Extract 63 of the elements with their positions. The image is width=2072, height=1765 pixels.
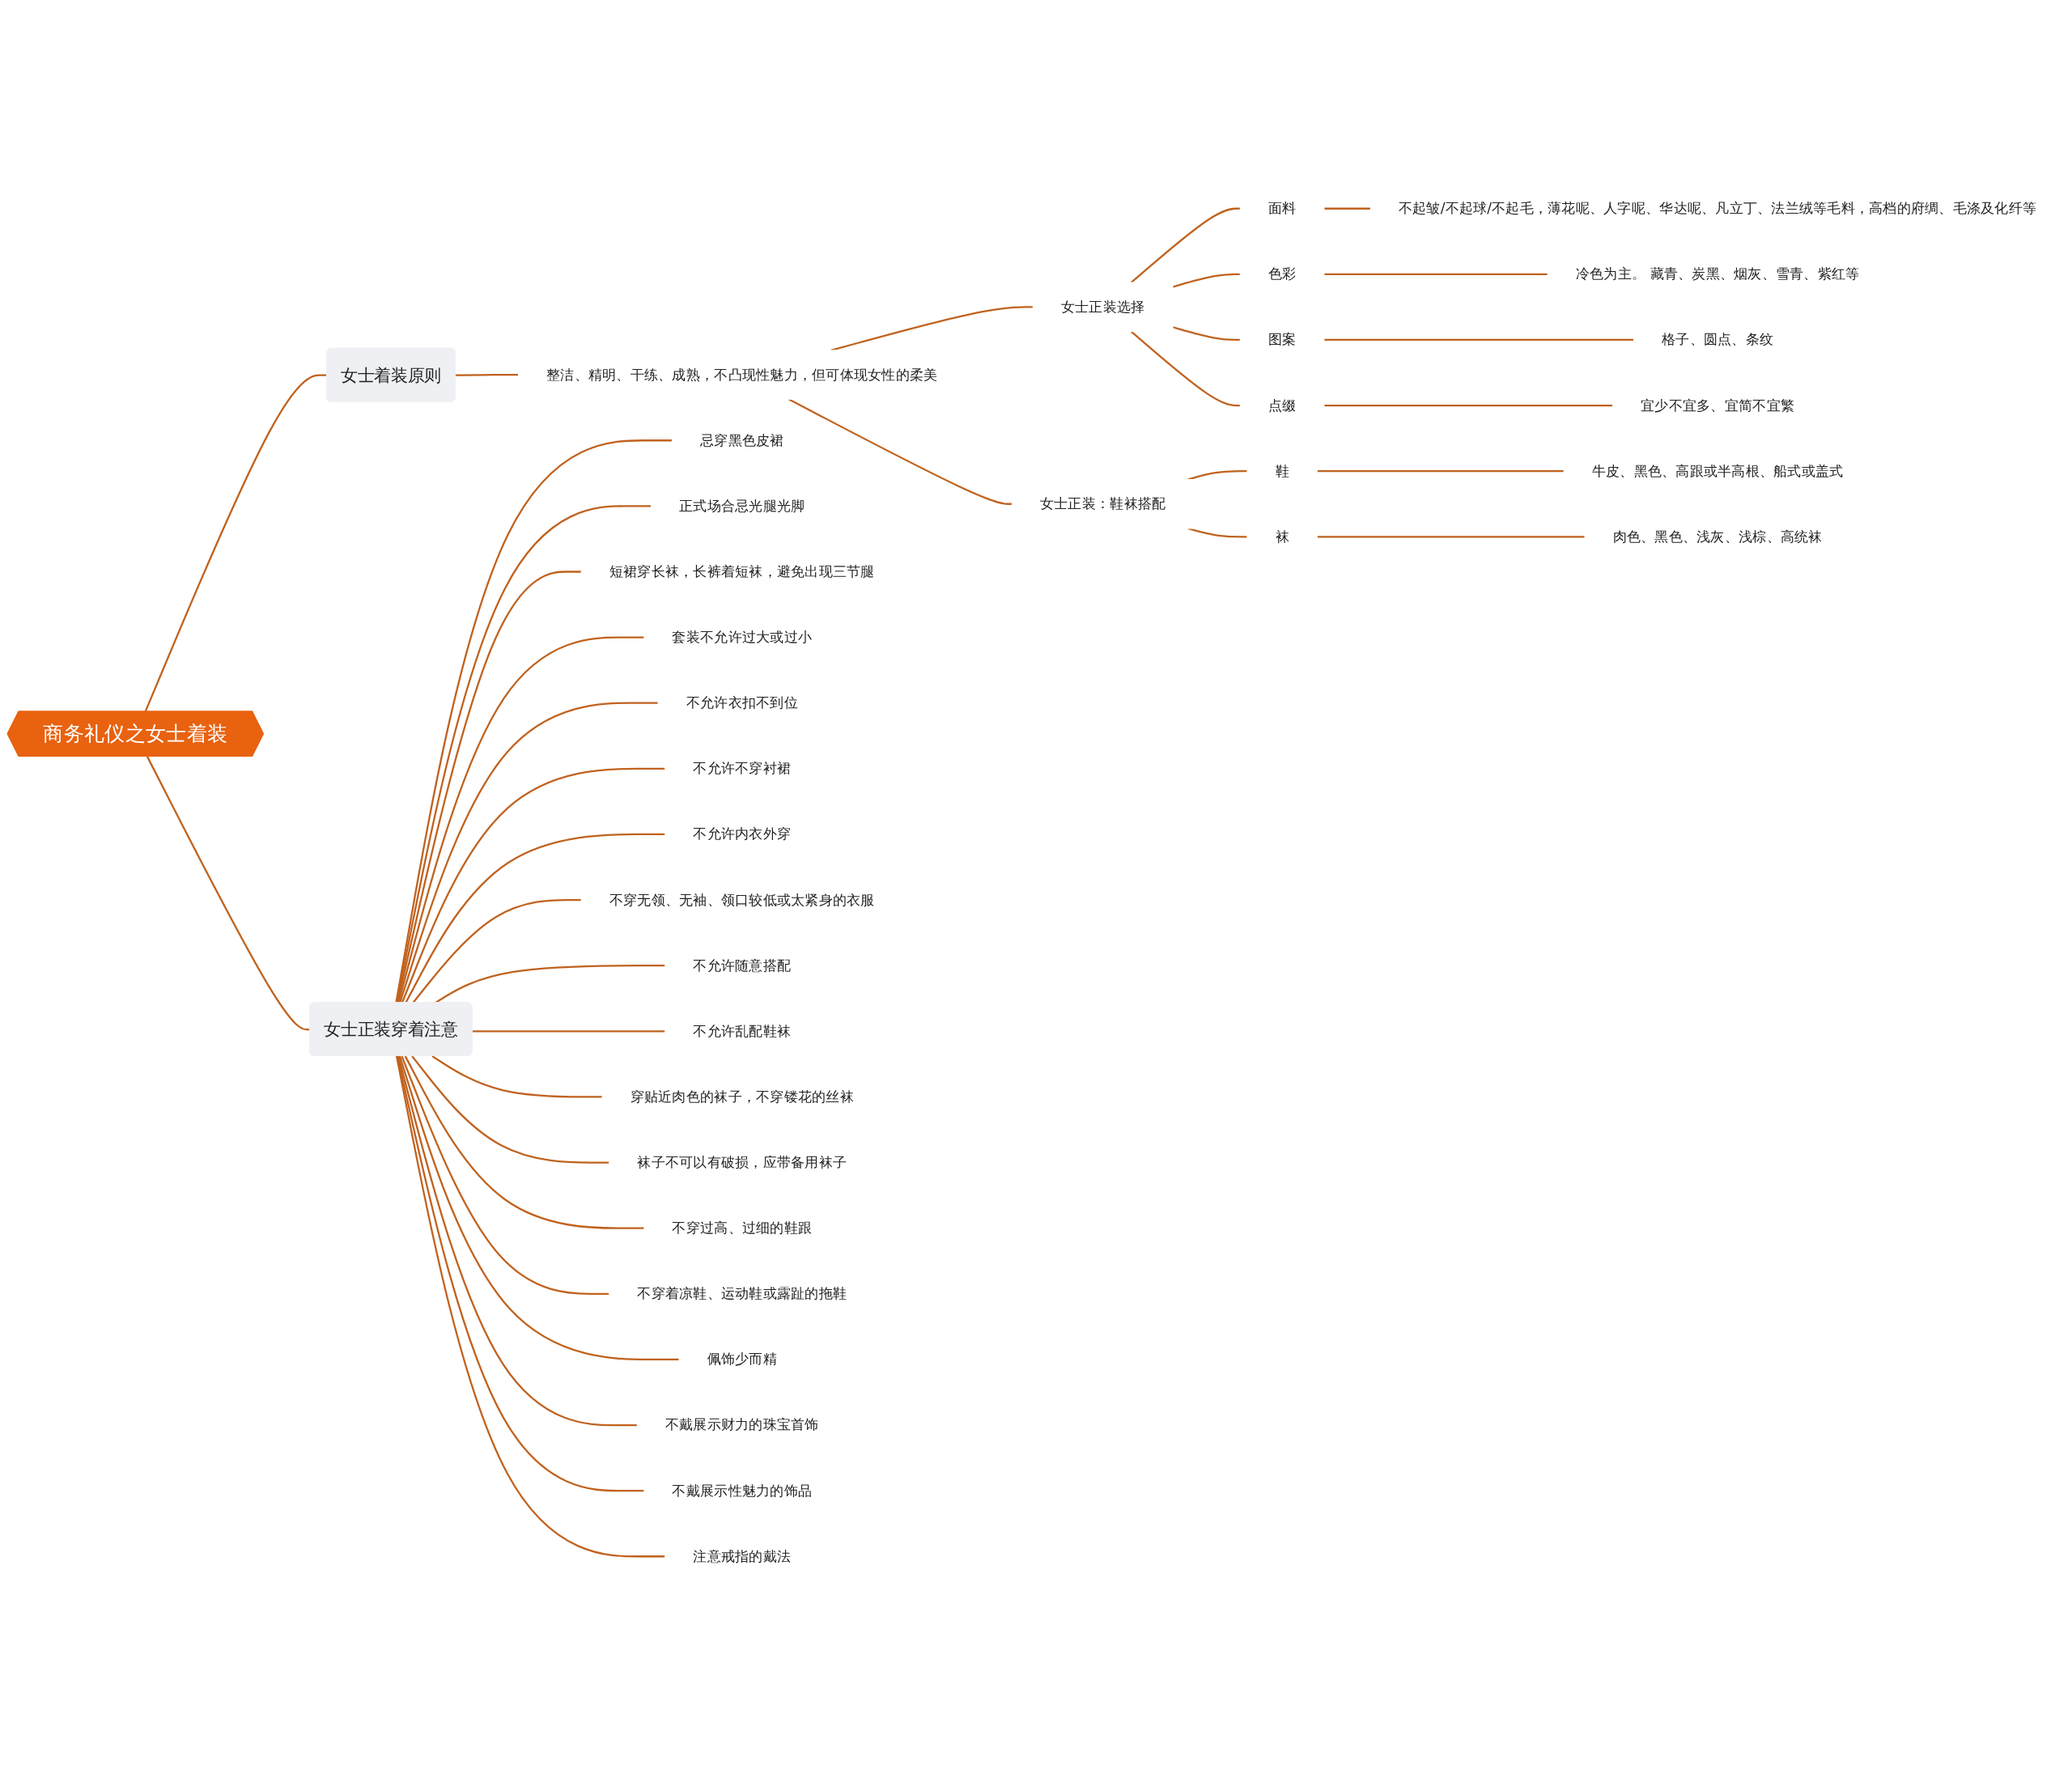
connector [1130, 330, 1241, 407]
connector [472, 1030, 665, 1033]
node-text: 套装不允许过大或过小 [672, 628, 813, 646]
node-text: 注意戒指的戴法 [693, 1547, 792, 1565]
connector [1187, 470, 1247, 481]
connector [1317, 536, 1586, 538]
node-text: 不允许乱配鞋袜 [693, 1022, 792, 1040]
node-text: 短裙穿长袜，长裤着短袜，避免出现三节腿 [609, 562, 875, 580]
connector [1130, 207, 1241, 284]
node-text: 图案 [1267, 331, 1297, 349]
connector [396, 1055, 644, 1492]
node-text: 不起皱/不起球/不起毛，薄花呢、人字呢、华达呢、凡立丁、法兰绒等毛料，高档的府绸、毛涤及化纤等 [1398, 200, 2037, 217]
connector [1317, 470, 1565, 473]
node-text: 不穿过高、过细的鞋跟 [672, 1220, 813, 1237]
connector [455, 373, 519, 376]
connector [788, 398, 1013, 505]
connector [1323, 404, 1613, 407]
connector [398, 702, 659, 1003]
node-text: 不穿无领、无袖、领口较低或太紧身的衣服 [609, 891, 875, 909]
node-text: 不允许衣扣不到位 [686, 694, 798, 711]
connector [401, 767, 665, 1003]
node-text: 不允许内衣外穿 [693, 825, 792, 843]
connector [398, 1055, 680, 1361]
connector [401, 1055, 609, 1295]
node-text: 格子、圆点、条纹 [1662, 331, 1774, 349]
connector [404, 1055, 644, 1229]
node-text: 整洁、精明、干练、成熟，不凸现性魅力，但可体现女性的柔美 [546, 366, 938, 384]
connector [1323, 207, 1371, 210]
connector [1323, 338, 1634, 342]
node-text: 冷色为主。 藏青、炭黑、烟灰、雪青、紫红等 [1575, 265, 1860, 282]
node-text: 穿贴近肉色的袜子，不穿镂花的丝袜 [630, 1088, 854, 1105]
node-text: 正式场合忌光腿光脚 [679, 497, 805, 515]
connector [395, 505, 652, 1003]
connector [411, 1055, 609, 1164]
node-text: 女士正装选择 [1060, 298, 1145, 316]
connector [395, 1055, 665, 1558]
node-text: 不允许不穿衬裙 [693, 760, 792, 777]
node-text: 不穿着凉鞋、运动鞋或露趾的拖鞋 [637, 1285, 847, 1302]
node-text: 点缀 [1267, 397, 1297, 414]
node-text: 鞋 [1275, 462, 1289, 480]
connector [396, 571, 582, 1003]
node-text: 袜 [1275, 528, 1289, 545]
connector [397, 636, 644, 1003]
node-text: 肉色、黑色、浅灰、浅棕、高统袜 [1612, 528, 1823, 545]
node-text: 忌穿黑色皮裙 [699, 431, 784, 449]
connector [397, 1055, 638, 1427]
node-text: 袜子不可以有破损，应带备用袜子 [637, 1153, 847, 1171]
connector [431, 1055, 603, 1098]
connector [1172, 326, 1241, 342]
node-text: 色彩 [1267, 265, 1297, 282]
node-text: 佩饰少而精 [707, 1351, 777, 1368]
connector [1172, 273, 1241, 288]
connector [1323, 273, 1548, 275]
node-text: 宜少不宜多、宜简不宜繁 [1641, 397, 1795, 414]
node-text: 不戴展示性魅力的饰品 [672, 1482, 813, 1500]
node-text: 牛皮、黑色、高跟或半高根、船式或盖式 [1591, 462, 1844, 480]
connector [395, 439, 673, 1003]
node-text: 不戴展示财力的珠宝首饰 [664, 1416, 819, 1434]
node-text: 面料 [1267, 200, 1297, 217]
node-text: 不允许随意搭配 [693, 957, 792, 974]
connector [1187, 527, 1247, 538]
node-text: 女士正装：鞋袜搭配 [1039, 495, 1166, 512]
connector [830, 306, 1034, 351]
